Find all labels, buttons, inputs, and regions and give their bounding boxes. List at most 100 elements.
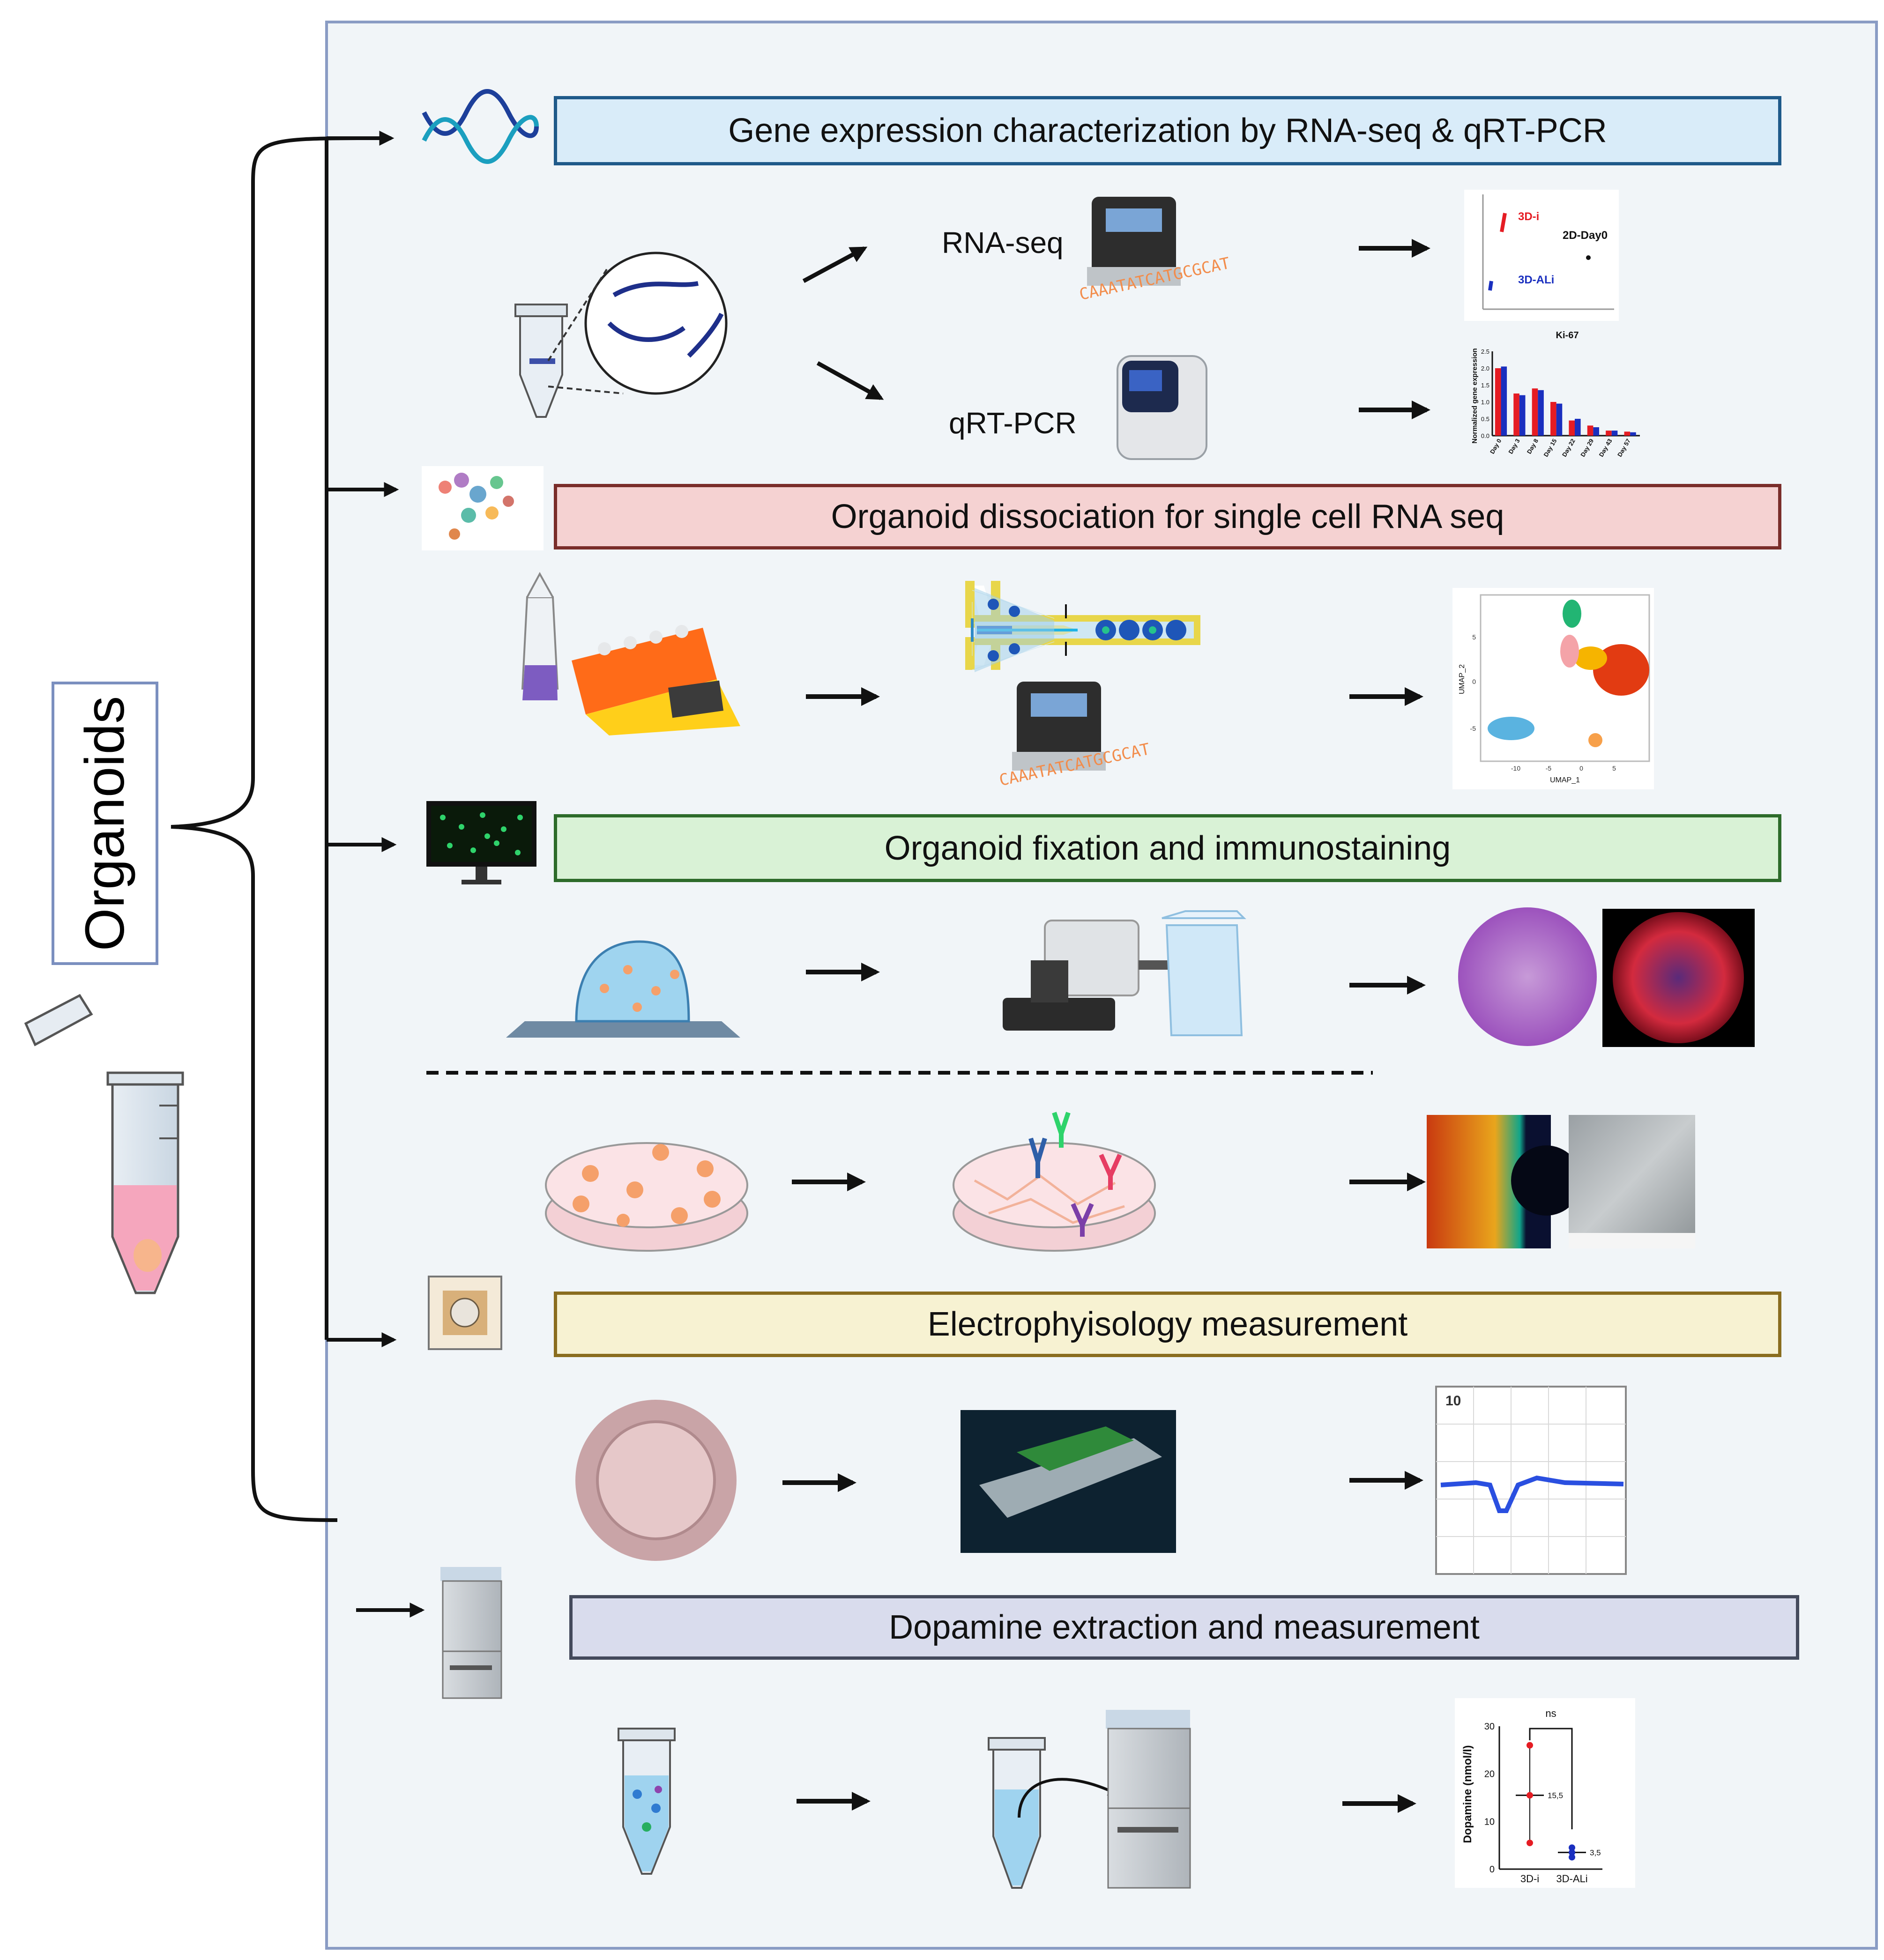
dna-icon — [422, 89, 539, 164]
microtome-icon — [1003, 910, 1246, 1036]
dopamine-point — [1569, 1844, 1575, 1851]
hplc-sample-icon — [988, 1710, 1191, 1889]
umap-cluster-main — [1593, 644, 1649, 696]
qpcr-bar — [1611, 431, 1618, 436]
qpcr-bar — [1550, 402, 1556, 436]
qpcr-ytick: 0.0 — [1481, 432, 1489, 439]
qpcr-bar — [1538, 390, 1544, 436]
dopamine-ytick: 0 — [1489, 1864, 1495, 1875]
dopamine-category-label: 3D-i — [1520, 1873, 1539, 1885]
qpcr-bar — [1587, 425, 1594, 436]
umap-ytick: 5 — [1472, 633, 1476, 641]
section-title-dissociation: Organoid dissociation for single cell RN… — [831, 498, 1504, 535]
bracket — [171, 136, 366, 1522]
qpcr-ytick: 2.0 — [1481, 365, 1489, 372]
qpcr-ylabel: Normalized gene expression — [1471, 348, 1479, 443]
qpcr-bar — [1532, 388, 1538, 436]
dissociator-icon — [521, 572, 740, 735]
mds-label-3di: 3D-i — [1518, 210, 1539, 223]
extraction-tube-icon — [618, 1728, 676, 1875]
umap-ytick: 0 — [1472, 678, 1476, 685]
mds-3dali-points — [1488, 281, 1493, 291]
qpcr-label: qRT-PCR — [949, 406, 1077, 440]
qpcr-bar — [1593, 427, 1599, 436]
qpcr-bar — [1569, 420, 1575, 436]
sample-tube-icon — [514, 252, 728, 418]
qpcr-bar — [1556, 403, 1563, 436]
dopamine-category-label: 3D-ALi — [1556, 1873, 1587, 1885]
rnaseq-label: RNA-seq — [942, 226, 1064, 260]
dopamine-point — [1569, 1854, 1575, 1861]
section-header-electrophysiology: Electrophyisology measurement — [554, 1292, 1781, 1357]
hplc-icon — [440, 1567, 502, 1699]
section-title-fixation: Organoid fixation and immunostaining — [884, 829, 1451, 867]
organoid-tube-icon — [24, 994, 184, 1294]
qpcr-bar — [1630, 432, 1636, 436]
he-stain-image — [1458, 907, 1597, 1046]
dopamine-ylabel: Dopamine (nmol/l) — [1461, 1745, 1474, 1843]
qpcr-bar — [1624, 431, 1631, 436]
umap-cluster-pink — [1560, 635, 1579, 668]
antibody-dish-icon — [953, 1112, 1156, 1252]
umap-ylabel: UMAP_2 — [1458, 664, 1466, 694]
mds-3di-points — [1500, 213, 1507, 232]
organoids-root-label: Organoids — [52, 682, 158, 965]
section-header-dissociation: Organoid dissociation for single cell RN… — [554, 484, 1781, 549]
dopamine-scatter-chart: Dopamine (nmol/l) ns 010203015,53D-i3,53… — [1455, 1698, 1635, 1888]
umap-xtick: 0 — [1579, 765, 1583, 772]
umap-xtick: -5 — [1546, 765, 1552, 772]
section-header-gene-expression: Gene expression characterization by RNA-… — [554, 96, 1781, 165]
organoids-root-text: Organoids — [74, 696, 136, 951]
section-title-dopamine: Dopamine extraction and measurement — [889, 1609, 1480, 1646]
qpcr-machine-icon — [1117, 355, 1207, 460]
qpcr-ytick: 1.0 — [1481, 399, 1489, 406]
qpcr-chart-title: Ki-67 — [1556, 330, 1579, 341]
qpcr-ytick: 2.5 — [1481, 348, 1489, 355]
dopamine-ytick: 10 — [1484, 1817, 1495, 1827]
mea-chip-icon — [428, 1276, 502, 1350]
rnaseq-mds-plot: 3D-i 2D-Day0 3D-ALi — [1464, 190, 1619, 321]
microfluidic-droplet-icon — [965, 581, 1200, 672]
umap-cluster-middle — [1574, 646, 1607, 670]
dopamine-significance: ns — [1545, 1708, 1556, 1719]
qpcr-bar — [1495, 368, 1501, 436]
electrophysiology-trace: 10 — [1435, 1386, 1627, 1575]
mds-label-2d: 2D-Day0 — [1563, 229, 1608, 242]
trace-scale-label: 10 — [1445, 1393, 1461, 1409]
sem-info-bar — [1569, 1233, 1695, 1248]
sem-image — [1569, 1115, 1695, 1248]
umap-ytick: -5 — [1470, 725, 1476, 732]
monitor-icon — [426, 801, 536, 884]
mea-setup-board — [1017, 1426, 1134, 1471]
dopamine-ytick: 20 — [1484, 1769, 1495, 1780]
umap-plot: UMAP_1 UMAP_2 -10 -5 0 5 5 0 -5 — [1452, 588, 1654, 789]
dopamine-ytick: 30 — [1484, 1722, 1495, 1732]
dopamine-point — [1527, 1742, 1533, 1749]
umap-xtick: -10 — [1511, 765, 1520, 772]
tsne-thumbnail-icon — [422, 466, 544, 550]
dopamine-point — [1527, 1792, 1533, 1799]
arrow-to-qpcr — [816, 361, 884, 400]
umap-cluster-left — [1488, 717, 1534, 740]
umap-xlabel: UMAP_1 — [1550, 776, 1580, 784]
qpcr-ytick: 1.5 — [1481, 382, 1489, 389]
qpcr-bar — [1501, 366, 1507, 436]
qpcr-bar — [1513, 393, 1519, 436]
section-header-dopamine: Dopamine extraction and measurement — [569, 1595, 1799, 1660]
dopamine-point — [1569, 1849, 1575, 1856]
qpcr-bar — [1606, 431, 1612, 436]
umap-xtick: 5 — [1612, 765, 1616, 772]
arrow-to-rnaseq — [802, 246, 868, 283]
umap-cluster-top — [1563, 600, 1581, 628]
dopamine-mean-label: 15,5 — [1548, 1791, 1563, 1800]
section-header-fixation: Organoid fixation and immunostaining — [554, 814, 1781, 882]
section-title-electrophysiology: Electrophyisology measurement — [927, 1306, 1408, 1343]
dopamine-sig-bracket — [1529, 1728, 1573, 1829]
petri-dish-organoids-icon — [545, 1142, 748, 1252]
dopamine-point — [1527, 1840, 1533, 1847]
fluorescence-organoid-image — [1613, 912, 1744, 1043]
qpcr-bar — [1575, 419, 1581, 436]
qpcr-ytick: 0.5 — [1481, 416, 1489, 423]
mds-2d-point — [1586, 255, 1591, 260]
